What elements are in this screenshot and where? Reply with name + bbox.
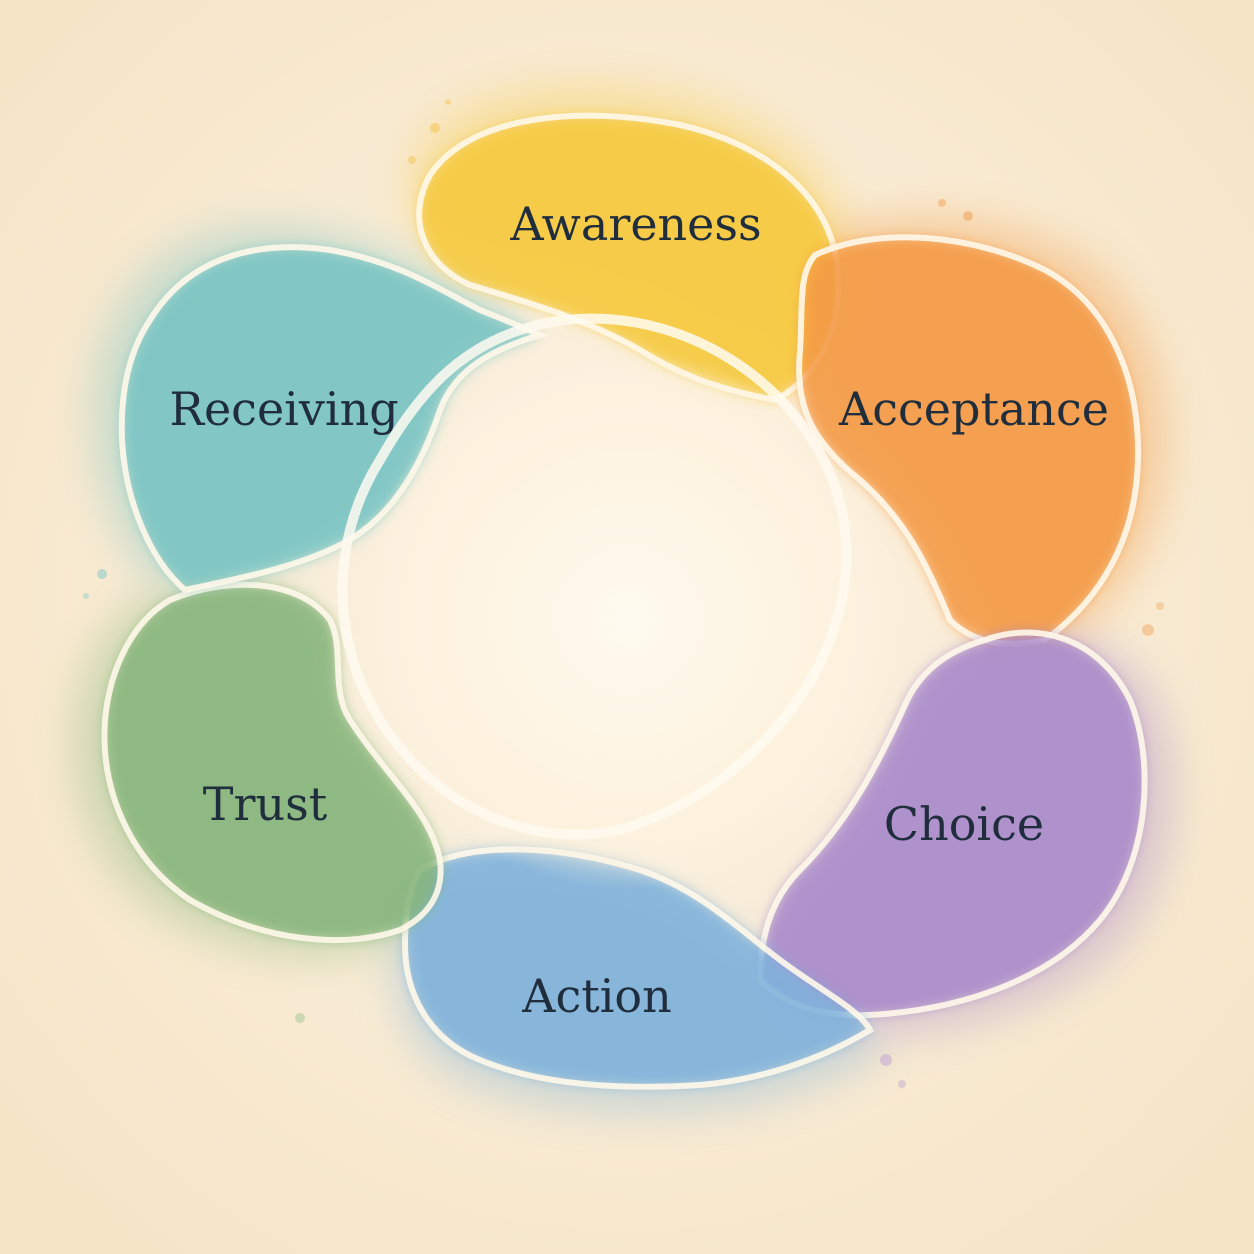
segment-labels: Awareness Acceptance Choice Action Trust… — [169, 197, 1109, 1023]
segment-choice — [760, 632, 1145, 1016]
segment-blobs — [101, 112, 1148, 1090]
paint-speckles — [83, 99, 1164, 1088]
label-acceptance: Acceptance — [838, 382, 1109, 436]
segment-trust — [104, 584, 441, 940]
label-receiving: Receiving — [169, 382, 398, 436]
segment-awareness-edge — [416, 112, 842, 404]
inner-ring-highlight — [337, 313, 852, 840]
segment-acceptance — [799, 237, 1139, 644]
center-glow — [358, 350, 898, 890]
segment-receiving — [121, 247, 540, 590]
segment-trust-edge — [101, 581, 444, 943]
segment-awareness — [419, 115, 839, 401]
label-action: Action — [521, 969, 672, 1023]
label-trust: Trust — [203, 777, 328, 831]
segment-receiving-edge — [118, 244, 549, 594]
segment-action — [405, 849, 870, 1087]
label-awareness: Awareness — [509, 197, 761, 251]
label-choice: Choice — [884, 797, 1044, 851]
